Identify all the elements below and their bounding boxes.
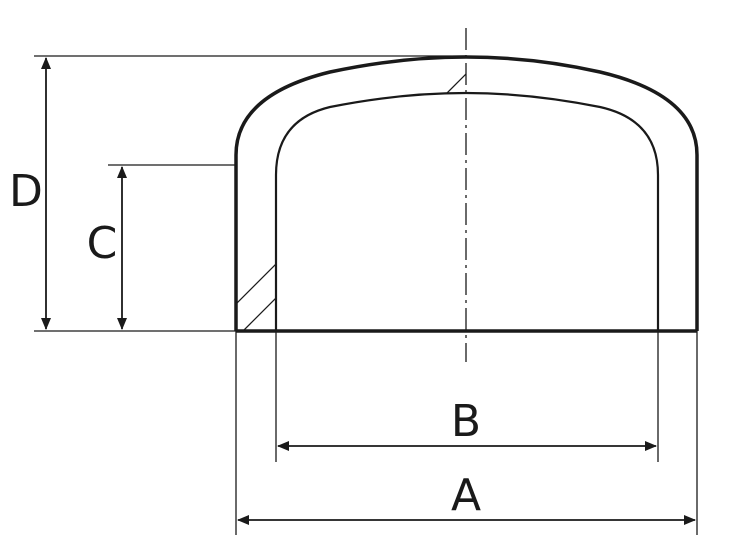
dimension-lines: [41, 57, 696, 525]
cap-inner-profile: [274, 91, 660, 331]
hatch-line: [236, 57, 466, 330]
extension-lines: [34, 55, 698, 535]
label-b: B: [451, 396, 481, 447]
label-d: D: [9, 166, 43, 217]
label-c: C: [87, 218, 118, 269]
hatch-line: [724, 40, 734, 360]
label-a: A: [451, 470, 481, 521]
